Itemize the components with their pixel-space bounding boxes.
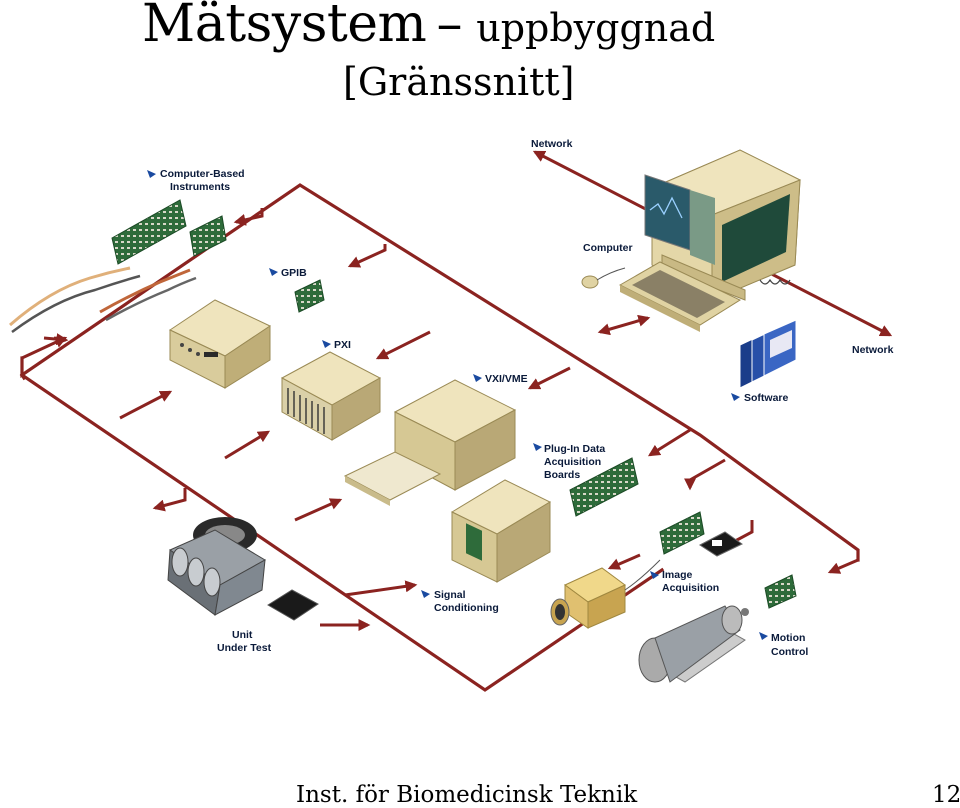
label-motion-2: Control <box>771 646 808 658</box>
label-pxi: PXI <box>334 339 351 351</box>
stub-computer <box>597 314 651 336</box>
plugin-daq-board <box>569 457 639 517</box>
gpib-instrument <box>168 279 325 389</box>
stub-vxi <box>527 366 571 390</box>
label-vxi: VXI/VME <box>485 373 528 385</box>
label-motion-1: Motion <box>771 632 805 644</box>
stub-computer-based <box>233 208 264 226</box>
stub-probes-2 <box>21 336 68 360</box>
title-main: Mätsystem <box>142 0 427 54</box>
stub-signal <box>344 580 418 597</box>
marker-signal <box>421 590 430 598</box>
bus-top <box>20 183 860 562</box>
label-image-2: Acquisition <box>662 582 719 594</box>
label-plugin-3: Boards <box>544 469 580 481</box>
marker-vxi <box>473 374 482 382</box>
label-unit-1: Unit <box>232 629 253 641</box>
stub-motion <box>827 558 859 574</box>
computer-illustration <box>581 149 802 332</box>
computer-based-boards <box>9 199 227 334</box>
label-network-top: Network <box>531 138 573 150</box>
label-software: Software <box>744 392 789 404</box>
marker-pxi <box>322 340 331 348</box>
label-gpib: GPIB <box>281 267 307 279</box>
stub-plugin-board <box>684 458 726 491</box>
bus-corner <box>19 372 27 381</box>
stub-pxi <box>375 330 431 360</box>
label-network-right: Network <box>852 344 894 356</box>
label-image-1: Image <box>662 569 693 581</box>
marker-software <box>731 393 740 401</box>
title-suffix: uppbyggnad <box>476 6 716 50</box>
marker-plugin <box>533 443 542 451</box>
label-signal-2: Conditioning <box>434 602 499 614</box>
stub-uut-top <box>152 488 187 512</box>
image-acquisition-hardware <box>550 511 743 629</box>
slide-subtitle: [Gränssnitt] <box>343 60 575 104</box>
pxi-chassis <box>280 351 382 441</box>
label-signal-1: Signal <box>434 589 466 601</box>
stub-pxi-left <box>224 430 271 460</box>
marker-motion <box>759 632 768 640</box>
motion-control-hardware <box>638 574 797 683</box>
label-plugin-1: Plug-In Data <box>544 443 605 455</box>
signal-conditioning-chassis <box>450 479 552 583</box>
title-dash: – <box>436 0 463 54</box>
stub-gpib <box>347 244 387 268</box>
label-computer: Computer <box>583 242 633 254</box>
stub-camera <box>607 553 641 570</box>
page-number: 12 <box>932 782 960 808</box>
slide-title: Mätsystem – uppbyggnad <box>142 0 715 54</box>
stub-plugin <box>647 428 691 457</box>
label-unit-2: Under Test <box>217 642 272 654</box>
software-illustration <box>739 319 797 389</box>
label-computer-based-1: Computer-Based <box>160 168 245 180</box>
stub-instrument <box>119 390 173 420</box>
marker-computer-based <box>147 170 156 178</box>
label-markers <box>147 170 768 640</box>
slide-footer: Inst. för Biomedicinsk Teknik <box>296 782 638 808</box>
label-computer-based-2: Instruments <box>170 181 230 193</box>
stub-vxi-left <box>294 498 343 522</box>
vxi-chassis <box>343 379 517 506</box>
unit-under-test-engine <box>167 517 319 621</box>
label-plugin-2: Acquisition <box>544 456 601 468</box>
marker-image <box>650 571 659 579</box>
marker-gpib <box>269 268 278 276</box>
